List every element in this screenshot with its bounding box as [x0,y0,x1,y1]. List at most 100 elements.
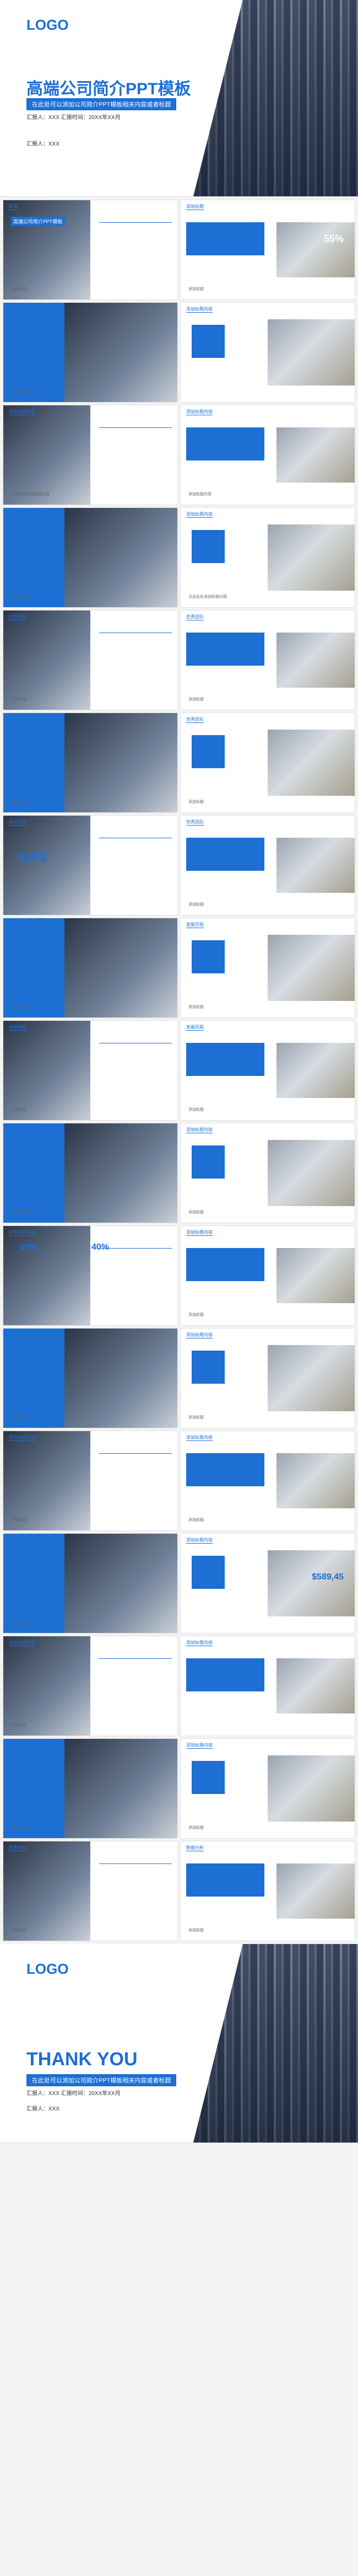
slide-thumbnail[interactable]: 添加标题内容添加标题 [3,1739,177,1838]
slide-title: 添加标题 [186,204,204,210]
slide-thumbnail[interactable]: 添加标题内容$589,45 [181,1534,355,1633]
thanks-info: 汇报人：XXX 汇报时间：20XX年XX月 [26,2091,121,2097]
slide-thumbnail[interactable]: 添加标题内容添加标题 [181,1226,355,1325]
slide-text: 点击此处添加标题内容 [188,595,227,599]
slide-text: 添加标题 [188,287,204,291]
slide-highlight: 55% [195,337,215,348]
slide-thumbnail[interactable]: 发展历程添加标题 [3,918,177,1017]
slide-text: 添加标题 [188,903,204,907]
cover-slide: LOGO 高端公司简介PPT模板 在此处可以添加公司简介PPT模板相关内容或者标… [0,0,358,197]
slide-title: 发展历程 [186,1025,204,1031]
slide-thumbnail[interactable]: 点击此处添加标题内容添加标题内容 [3,303,177,402]
slide-thumbnail[interactable]: 目录添加标题高端公司简介PPT模板 [3,200,177,299]
slide-title: 发展历程 [9,1025,26,1031]
slide-title: 发展历程 [186,922,204,928]
slide-title: 添加标题内容 [9,1640,35,1646]
slide-title: 点击此处添加标题内容 [9,307,53,313]
slide-thumbnail[interactable]: 优秀团队添加标题 [3,713,177,812]
slide-title: 添加标题内容 [9,1435,35,1441]
slide-thumbnail[interactable]: 发展历程添加标题 [3,1021,177,1120]
slide-thumbnail[interactable]: 发展历程添加标题 [181,1021,355,1120]
slide-text: 添加标题 [11,1826,26,1830]
slide-thumbnail[interactable]: 添加标题内容添加标题 [3,1329,177,1428]
building-photo [193,0,358,196]
slide-thumbnail[interactable]: 优秀团队添加标题 [181,713,355,812]
thanks-title: THANK YOU [26,2049,138,2070]
slide-text: 添加标题 [188,1518,204,1522]
slide-title: 添加标题内容 [186,1230,213,1236]
slide-title: 添加标题内容 [186,307,213,313]
slide-thumbnail[interactable]: 添加标题内容添加标题 [181,1431,355,1530]
slide-thumbnail[interactable]: 添加标题内容添加标题 [181,1739,355,1838]
slide-text: 添加标题 [11,287,26,291]
building-photo [193,1944,358,2143]
slide-thumbnail[interactable]: 添加标题内容 60% 40% [3,1226,177,1325]
slide-title: 添加标题内容 [186,1332,213,1338]
slide-text: 添加标题 [11,1723,26,1727]
cover-subtitle: 在此处可以添加公司简介PPT模板相关内容或者标题 [26,98,177,110]
slide-text: 添加标题 [11,1621,26,1625]
slide-title: 数据分析 [9,1845,26,1851]
slide-thumbnail[interactable]: 数据分析添加标题 [3,1841,177,1941]
slide-thumbnail[interactable]: 数据分析添加标题 [181,1841,355,1941]
logo: LOGO [26,17,69,33]
slide-thumbnail[interactable]: 添加标题内容 55% [181,303,355,402]
slide-title: 添加标题内容 [9,1743,35,1749]
slide-title: 优秀团队 [186,820,204,826]
slide-title: 优秀团队 [9,717,26,723]
slide-thumbnail[interactable]: 添加标题内容添加标题 [3,508,177,607]
cover-title: 高端公司简介PPT模板 [26,80,191,98]
slide-text: 添加标题 [11,698,26,701]
slide-thumbnail[interactable]: 添加标题内容添加标题 [181,1123,355,1223]
slide-thumbnail[interactable]: 添加标题内容点击此处添加标题内容 [3,405,177,505]
slide-thumbnail[interactable]: 添加标题内容添加标题 [3,1636,177,1736]
slide-text: 添加标题内容 [11,390,34,394]
slide-title: 添加标题内容 [9,1538,35,1544]
slide-percent-2: 40% [91,1243,110,1252]
slide-percent-1: 60% [20,1243,38,1252]
thanks-subtitle: 在此处可以添加公司简介PPT模板相关内容或者标题 [26,2074,177,2086]
thanks-slide: LOGO THANK YOU 在此处可以添加公司简介PPT模板相关内容或者标题 … [0,1944,358,2143]
slide-thumbnail[interactable]: 优秀团队添加标题 [3,610,177,710]
slide-text: 添加标题 [188,1416,204,1420]
slide-text: 点击此处添加标题内容 [11,492,50,496]
slide-thumbnail[interactable]: 添加标题内容添加标题 [3,1431,177,1530]
cover-author: 汇报人：XXX [26,141,60,147]
cover-info: 汇报人：XXX 汇报时间：20XX年XX月 [26,115,121,121]
slide-title: 添加标题内容 [186,409,213,415]
slide-title: 添加标题内容 [9,409,35,415]
slide-percent: 55% [323,233,344,244]
slide-title: 添加标题内容 [186,1640,213,1646]
slide-text: 添加标题 [11,1929,26,1932]
slide-title: 添加标题内容 [9,1230,35,1236]
slide-thumbnail[interactable]: 点击此处添加标题内容添加标题内容 [3,1123,177,1223]
slide-thumbnail[interactable]: 添加标题内容添加标题 [181,1329,355,1428]
slide-title: 添加标题内容 [186,1435,213,1441]
slide-thumbnail[interactable]: 添加标题内容添加标题内容 [181,405,355,505]
slide-title: 添加标题内容 [9,1332,35,1338]
slide-text: 添加标题 [188,1108,204,1112]
slide-text: 添加标题 [11,1416,26,1420]
slide-title: 添加标题内容 [9,512,35,518]
slide-thumbnail[interactable]: 核心优势优质化 [3,816,177,915]
slide-text: 添加标题内容 [11,1211,34,1214]
slide-title: 添加标题内容 [186,1127,213,1133]
slide-text: 添加标题内容 [188,492,211,496]
slide-title: 点击此处添加标题内容 [9,1127,53,1133]
slide-title: 添加标题内容 [186,1743,213,1749]
slide-thumbnail[interactable]: 添加标题内容点击此处添加标题内容 [181,508,355,607]
slide-title: 添加标题内容 [186,512,213,518]
slide-thumbnail[interactable]: 优秀团队添加标题 [181,610,355,710]
slide-thumbnail[interactable]: 优秀团队添加标题 [181,816,355,915]
slide-title: 优秀团队 [186,717,204,723]
slide-thumbnail[interactable]: 发展历程添加标题 [181,918,355,1017]
slide-text: 添加标题 [188,1929,204,1932]
slide-title: 发展历程 [9,922,26,928]
slide-text: 添加标题 [11,595,26,599]
slide-text: 添加标题 [11,1108,26,1112]
slide-text: 添加标题 [11,1005,26,1009]
slide-thumbnail[interactable]: 添加标题内容添加标题 [3,1534,177,1633]
